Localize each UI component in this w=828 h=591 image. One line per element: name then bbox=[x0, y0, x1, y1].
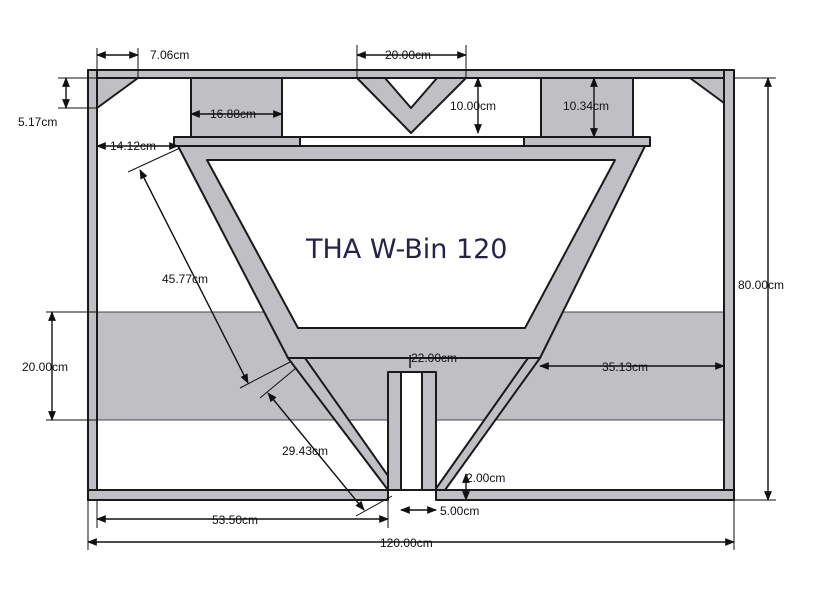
dim-left-span: 53.50cm bbox=[212, 513, 258, 527]
dim-slot-width: 5.00cm bbox=[440, 504, 479, 518]
diagram-title: THA W-Bin 120 bbox=[305, 234, 508, 265]
dim-v-depth: 10.00cm bbox=[450, 99, 496, 113]
dim-left-post-width: 16.88cm bbox=[210, 107, 256, 121]
dim-right-span: 35.13cm bbox=[602, 360, 648, 374]
dim-right-post-height: 10.34cm bbox=[563, 99, 609, 113]
inner-chamber bbox=[206, 159, 616, 329]
center-shelf-slot bbox=[299, 136, 525, 147]
top-v-brace bbox=[356, 77, 467, 134]
dim-lower-wall: 29.43cm bbox=[282, 444, 328, 458]
left-shelf bbox=[173, 136, 301, 147]
dim-band-height: 20.00cm bbox=[22, 360, 68, 374]
left-wall bbox=[87, 69, 98, 501]
dim-line-lower-wall bbox=[267, 392, 365, 511]
dim-ledge: 14.12cm bbox=[110, 139, 156, 153]
dim-top-gap: 20.00cm bbox=[385, 48, 431, 62]
center-slot bbox=[400, 371, 423, 491]
dim-brace-depth: 5.17cm bbox=[18, 115, 57, 129]
bottom-left-panel bbox=[87, 489, 389, 501]
left-corner-brace bbox=[96, 77, 139, 109]
right-wall bbox=[723, 69, 735, 501]
top-panel bbox=[87, 69, 733, 79]
bottom-right-panel bbox=[435, 489, 735, 501]
dim-line-outer-wall bbox=[139, 169, 249, 384]
dim-height: 80.00cm bbox=[738, 278, 784, 292]
dim-brace-width: 7.06cm bbox=[150, 48, 189, 62]
dim-throat-width: 22.00cm bbox=[411, 351, 457, 365]
dim-slot-gap: 2.00cm bbox=[466, 471, 505, 485]
dim-width: 120.00cm bbox=[380, 536, 433, 550]
right-shelf bbox=[523, 136, 651, 147]
right-corner-brace bbox=[689, 77, 725, 104]
dim-outer-wall: 45.77cm bbox=[162, 272, 208, 286]
right-post bbox=[540, 77, 634, 138]
